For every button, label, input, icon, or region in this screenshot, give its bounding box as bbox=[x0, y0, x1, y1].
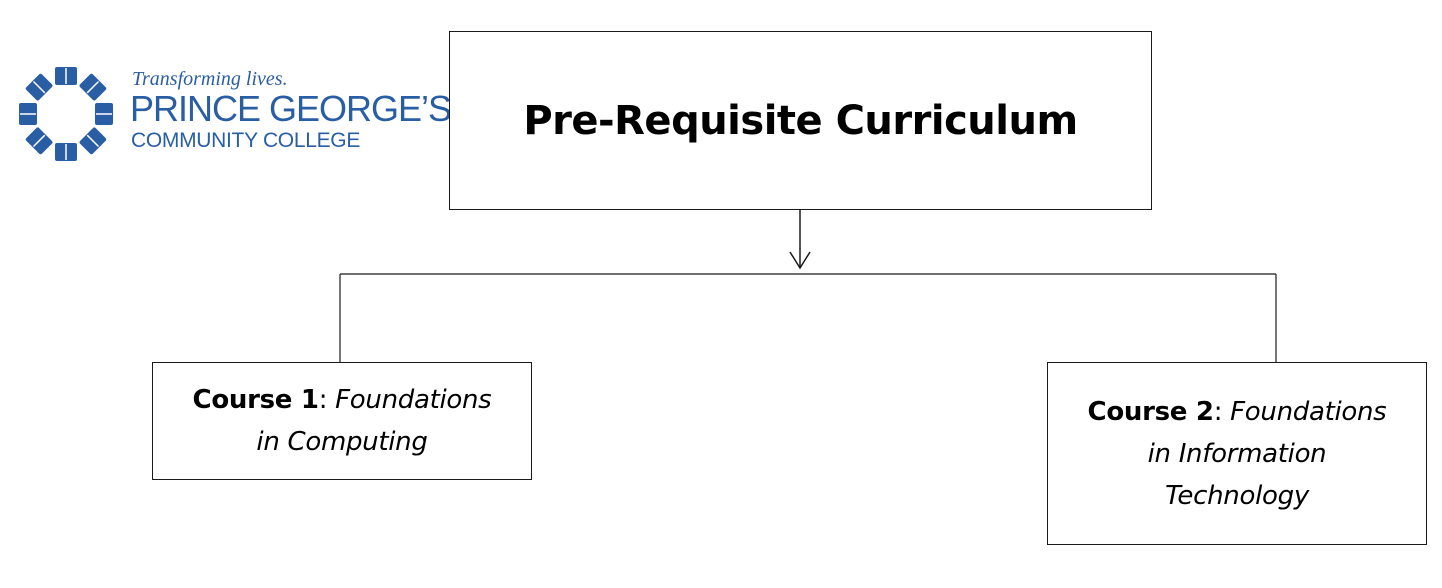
logo-tagline: Transforming lives. bbox=[132, 68, 288, 90]
course-1-box: Course 1: Foundations in Computing bbox=[152, 362, 532, 480]
college-emblem-icon bbox=[19, 67, 113, 161]
curriculum-title: Pre-Requisite Curriculum bbox=[523, 97, 1078, 144]
course-1-separator: : bbox=[318, 385, 336, 415]
course-2-text: Course 2: Foundations in Information Tec… bbox=[1088, 391, 1387, 517]
prerequisite-curriculum-box: Pre-Requisite Curriculum bbox=[449, 31, 1152, 210]
course-2-name-line1: Foundations bbox=[1230, 396, 1387, 427]
course-1-number: Course 1 bbox=[192, 385, 319, 415]
college-logo: Transforming lives. PRINCE GEORGE’S COMM… bbox=[12, 60, 452, 168]
course-2-number: Course 2 bbox=[1087, 396, 1214, 427]
course-1-text: Course 1: Foundations in Computing bbox=[193, 379, 492, 463]
logo-college-name: PRINCE GEORGE’S bbox=[130, 88, 452, 129]
course-1-name-line2: in Computing bbox=[256, 427, 428, 457]
course-2-name-line2: in Information bbox=[1147, 438, 1327, 469]
course-2-box: Course 2: Foundations in Information Tec… bbox=[1047, 362, 1427, 545]
course-1-name-line1: Foundations bbox=[335, 385, 492, 415]
logo-college-subname: COMMUNITY COLLEGE bbox=[131, 129, 361, 152]
course-2-name-line3: Technology bbox=[1165, 480, 1309, 511]
course-2-separator: : bbox=[1213, 396, 1231, 427]
arrow-head-icon bbox=[789, 251, 811, 270]
